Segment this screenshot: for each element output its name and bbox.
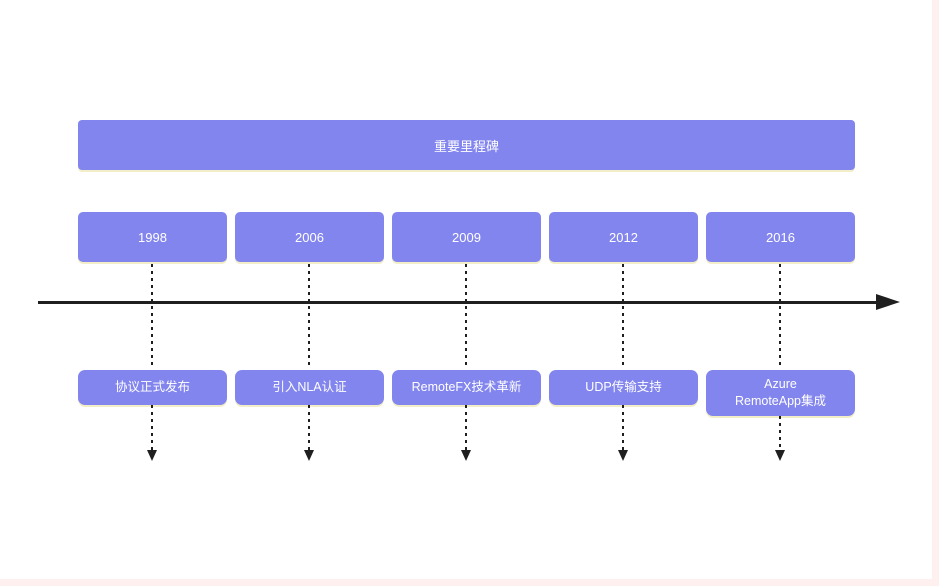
year-box-2016: 2016 [706,212,855,262]
down-arrowhead-icon [461,450,471,461]
milestone-label: UDP传输支持 [585,380,662,395]
dashed-connector-upper [308,264,310,368]
down-arrowhead-icon [147,450,157,461]
dashed-connector-upper [151,264,153,368]
year-label: 2016 [766,229,795,245]
milestone-box-2016: Azure RemoteApp集成 [706,370,855,416]
year-box-1998: 1998 [78,212,227,262]
year-label: 1998 [138,229,167,245]
down-arrowhead-icon [775,450,785,461]
title-bar: 重要里程碑 [78,120,855,170]
milestone-label: 协议正式发布 [114,380,190,395]
milestone-box-2012: UDP传输支持 [549,370,698,405]
milestone-box-2009: RemoteFX技术革新 [392,370,541,405]
year-box-2006: 2006 [235,212,384,262]
milestone-label: Azure RemoteApp集成 [734,377,826,408]
diagram-title: 重要里程碑 [433,138,499,154]
timeline-arrowhead-icon [876,294,900,310]
year-box-2009: 2009 [392,212,541,262]
dashed-connector-lower [779,416,781,450]
right-edge-tint [932,0,939,586]
dashed-connector-lower [622,405,624,450]
year-label: 2009 [452,229,481,245]
timeline-axis-line [38,301,880,304]
milestone-box-1998: 协议正式发布 [78,370,227,405]
dashed-connector-lower [465,405,467,450]
down-arrowhead-icon [304,450,314,461]
milestone-label: 引入NLA认证 [272,380,347,395]
bottom-edge-tint [0,579,939,586]
dashed-connector-upper [622,264,624,368]
dashed-connector-lower [308,405,310,450]
dashed-connector-upper [465,264,467,368]
dashed-connector-upper [779,264,781,368]
year-label: 2012 [609,229,638,245]
year-label: 2006 [295,229,324,245]
down-arrowhead-icon [618,450,628,461]
milestone-label: RemoteFX技术革新 [411,380,522,395]
dashed-connector-lower [151,405,153,450]
milestone-box-2006: 引入NLA认证 [235,370,384,405]
year-box-2012: 2012 [549,212,698,262]
